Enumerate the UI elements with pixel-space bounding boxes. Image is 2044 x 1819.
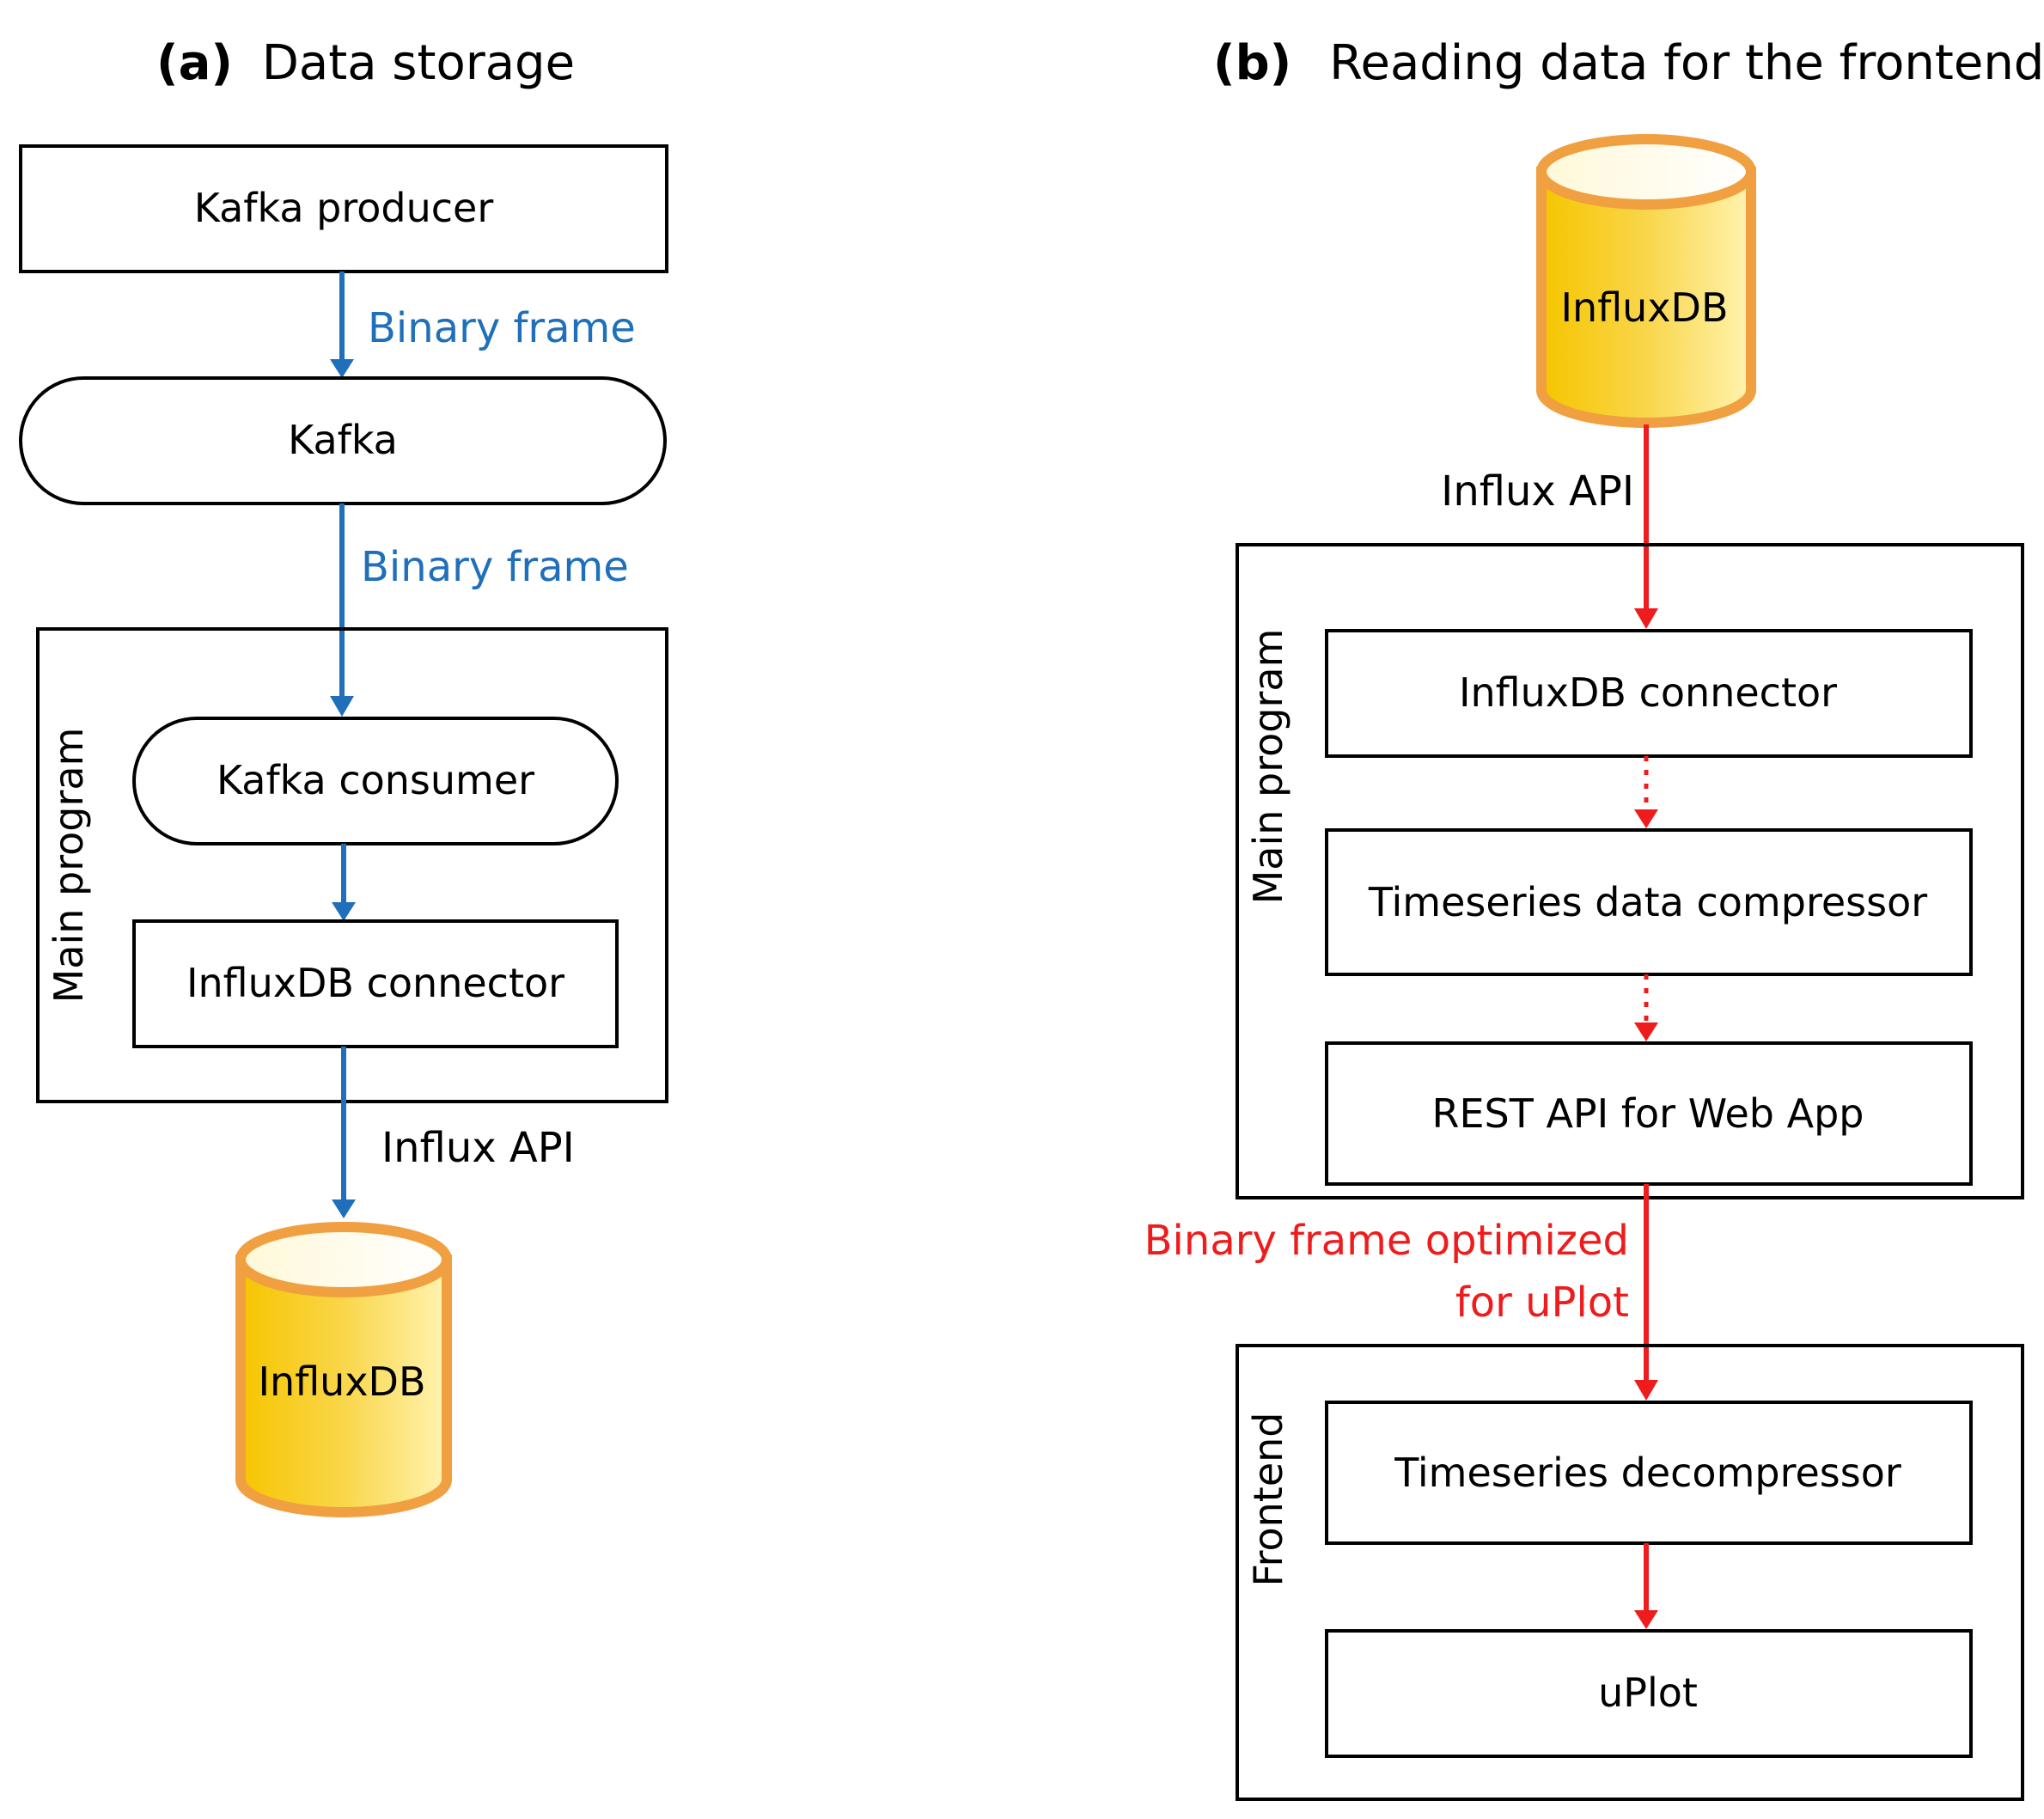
uplot-box [1325,1629,1973,1758]
compressor-box [1325,828,1973,976]
edge-label-binary-frame-1: Binary frame [368,304,636,352]
panel-a: (a) Data storage Kafka producer Binary f… [19,35,668,1517]
kafka-producer-box [19,144,668,273]
influxdb-cylinder-a: InfluxDB [235,1222,452,1517]
panel-b-title-text: Reading data for the frontend [1329,35,2044,91]
panel-b-title-tag: (b) [1213,35,1291,91]
arrowhead-consumer-to-connector [332,902,356,921]
influxdb-connector-box-a [132,919,619,1048]
decompressor-label: Timeseries decompressor [1394,1450,1901,1496]
kafka-consumer-node [132,717,619,845]
arrowhead-db-to-connector [1634,608,1658,629]
main-program-label-b: Main program [1245,629,1291,905]
panel-b: (b) Reading data for the frontend Influx… [1144,35,2044,1801]
arrowhead-rest-to-decompressor [1634,1380,1658,1401]
arrowhead-connector-to-compressor [1634,809,1658,828]
edge-label-influx-api-b: Influx API [1441,467,1634,516]
main-program-container-a [36,627,668,1103]
panel-a-title: (a) Data storage [156,35,575,91]
panel-a-title-text: Data storage [262,35,575,91]
edge-label-influx-api-a: Influx API [381,1124,575,1172]
main-program-label-a: Main program [46,728,92,1004]
decompressor-box [1325,1401,1973,1545]
panel-a-title-tag: (a) [156,35,233,91]
influxdb-connector-box-b [1325,629,1973,758]
arrowhead-connector-to-db [332,1199,356,1218]
influxdb-label-a: InfluxDB [258,1358,425,1405]
influxdb-connector-label-b: InfluxDB connector [1459,669,1837,716]
main-program-container-b [1236,543,2024,1199]
compressor-label: Timeseries data compressor [1368,879,1927,925]
arrowhead-compressor-to-rest [1634,1022,1658,1041]
kafka-producer-label: Kafka producer [194,185,494,231]
arrowhead-decompressor-to-uplot [1634,1610,1658,1629]
edge-label-binary-frame-2: Binary frame [361,543,629,591]
influxdb-label-b: InfluxDB [1560,284,1728,331]
arrowhead-producer-to-kafka [330,359,354,378]
panel-b-title: (b) Reading data for the frontend [1213,35,2044,91]
frontend-label: Frontend [1245,1412,1291,1586]
rest-api-label: REST API for Web App [1432,1090,1864,1137]
arrowhead-kafka-to-consumer [330,696,354,717]
frontend-container [1236,1344,2024,1801]
kafka-consumer-label: Kafka consumer [217,757,534,803]
edge-label-binary-frame-optimized-line1: Binary frame optimized [1144,1217,1629,1265]
influxdb-cylinder-b: InfluxDB [1536,134,1756,428]
kafka-label: Kafka [288,417,398,463]
influxdb-connector-label-a: InfluxDB connector [186,960,564,1006]
edge-label-binary-frame-optimized-line2: for uPlot [1455,1279,1629,1327]
uplot-label: uPlot [1598,1669,1698,1716]
rest-api-box [1325,1041,1973,1186]
